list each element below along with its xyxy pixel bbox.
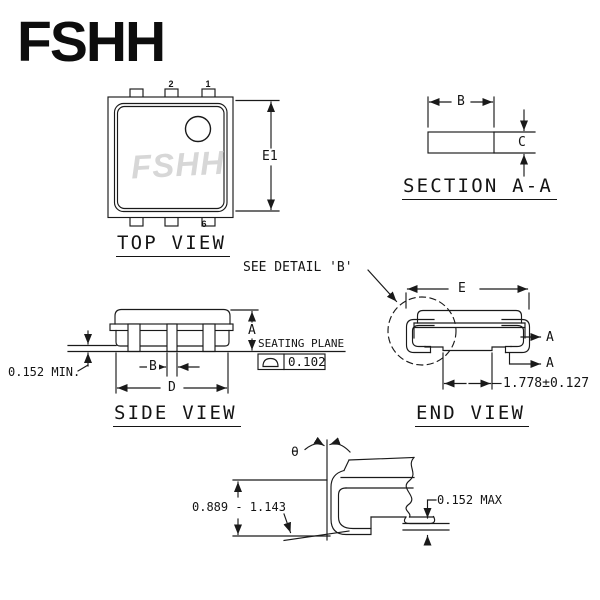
dim-lead-tip-max: 0.152 MAX xyxy=(437,493,503,507)
end-view-lines xyxy=(367,269,542,390)
pin1-marker xyxy=(184,115,212,143)
detail-b-circle xyxy=(387,296,457,366)
break-line xyxy=(405,456,415,518)
side-lead xyxy=(202,323,216,353)
dim-label-b-section: B xyxy=(455,94,467,109)
section-cut-label-top: A xyxy=(546,330,554,345)
dim-label-c: C xyxy=(518,135,526,150)
see-detail-note: SEE DETAIL 'B' xyxy=(243,260,353,275)
side-lead xyxy=(127,323,141,353)
top-view-title: TOP VIEW xyxy=(116,234,231,257)
dim-label-e1: E1 xyxy=(260,149,280,164)
brand-logo: FSHH xyxy=(17,10,166,74)
end-lid xyxy=(416,309,523,324)
package-outline xyxy=(107,96,234,219)
dim-label-a-side: A xyxy=(246,323,258,338)
end-view-title: END VIEW xyxy=(415,404,530,427)
seating-plane-frame xyxy=(257,353,326,371)
dim-label-b-side: B xyxy=(147,359,159,374)
side-view-title: SIDE VIEW xyxy=(113,404,241,427)
package-body-inner xyxy=(116,105,225,210)
pin-number-2: 2 xyxy=(168,79,174,89)
seating-plane-symbol xyxy=(262,357,279,368)
lead-cross-section xyxy=(427,131,495,154)
side-lead xyxy=(166,323,178,353)
detail-leader xyxy=(367,269,398,303)
section-aa-lines xyxy=(427,96,536,177)
dim-label-e: E xyxy=(456,281,468,296)
package-body xyxy=(113,102,228,213)
standoff-note: 0.152 MIN. xyxy=(8,365,81,379)
bottom-lead xyxy=(164,216,179,227)
section-aa-title: SECTION A-A xyxy=(402,177,558,200)
pin-number-6: 6 xyxy=(201,219,207,229)
pin-number-1: 1 xyxy=(205,79,211,89)
seating-plane-label: SEATING PLANE xyxy=(258,337,345,350)
dim-label-d: D xyxy=(166,380,178,395)
side-view-lines xyxy=(67,308,346,394)
detail-lead xyxy=(330,469,372,536)
detail-b-lines xyxy=(232,436,450,546)
bottom-lead xyxy=(129,216,144,227)
section-cut-label-bottom: A xyxy=(546,356,554,371)
seating-plane-tolerance: 0.102 xyxy=(288,354,326,369)
dim-pad-width: 1.778±0.127 xyxy=(503,376,590,391)
side-lid xyxy=(114,308,231,325)
package-watermark: FSHH xyxy=(130,143,226,186)
angle-label-theta: θ xyxy=(291,445,299,460)
dim-foot-height-range: 0.889 - 1.143 xyxy=(190,500,288,514)
end-lead-left xyxy=(405,318,435,354)
top-view-lines xyxy=(107,88,280,227)
end-lead-right xyxy=(501,318,531,354)
